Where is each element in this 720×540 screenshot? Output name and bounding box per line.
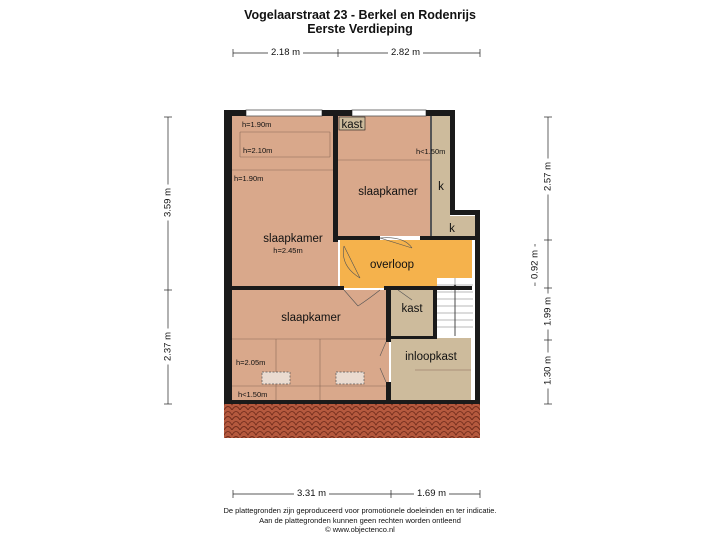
dim-right-2: 0.92 m <box>529 246 541 283</box>
kast-top-box <box>338 116 366 131</box>
height-label: h=1.90m <box>242 120 271 129</box>
height-label: h=1.90m <box>234 174 263 183</box>
slaapkamer-topright-fill <box>338 116 430 236</box>
footer-line-2: Aan de plattegronden kunnen geen rechten… <box>259 515 461 525</box>
height-label: h<1.50m <box>416 147 445 156</box>
dim-left-bottom: 2.37 m <box>162 328 174 365</box>
dim-right-1: 2.57 m <box>542 158 554 195</box>
dim-right-4: 1.30 m <box>542 352 554 389</box>
floor-subtitle: Eerste Verdieping <box>307 22 413 36</box>
overloop-label: overloop <box>370 259 414 271</box>
slaapkamer-bottom-label: slaapkamer <box>281 312 341 324</box>
plan-title: Vogelaarstraat 23 - Berkel en Rodenrijs <box>244 8 476 22</box>
footer-disclaimer: De plattegronden zijn geproduceerd voor … <box>0 506 720 535</box>
footer-line-3: © www.objectenco.nl <box>325 525 395 534</box>
inloopkast-label: inloopkast <box>405 351 458 363</box>
ceiling-lines <box>232 131 471 402</box>
slaapkamer-large-label: slaapkamer <box>263 233 323 245</box>
k-label-1: k <box>438 181 444 193</box>
kast-top-label: kast <box>341 119 363 131</box>
skylights <box>261 371 365 385</box>
dim-left-top: 3.59 m <box>162 184 174 221</box>
dim-top-left: 2.18 m <box>268 47 304 58</box>
height-label: h<1.50m <box>238 390 267 399</box>
height-label: h=2.10m <box>243 146 272 155</box>
kast-mid-fill <box>391 290 435 336</box>
roof-tiles <box>224 404 480 438</box>
slaapkamer-topright-label: slaapkamer <box>358 186 418 198</box>
height-label: h=2.05m <box>236 358 265 367</box>
storage-k-right-fill <box>430 116 450 216</box>
dim-bottom-left: 3.31 m <box>294 488 330 499</box>
dim-right-3: 1.99 m <box>542 293 554 330</box>
doors <box>343 237 413 383</box>
kast-mid-label: kast <box>401 303 423 315</box>
dim-top-right: 2.82 m <box>388 47 424 58</box>
slaapkamer-bottom-fill <box>232 290 389 402</box>
footer-line-1: De plattegronden zijn geproduceerd voor … <box>223 506 497 515</box>
dim-bottom-right: 1.69 m <box>414 488 450 499</box>
walls <box>224 110 480 404</box>
storage-k-bottom-fill <box>430 216 475 238</box>
slaapkamer-large-height: h=2.45m <box>273 246 302 255</box>
slaapkamer-large-fill <box>232 116 338 290</box>
k-label-2: k <box>449 223 455 235</box>
